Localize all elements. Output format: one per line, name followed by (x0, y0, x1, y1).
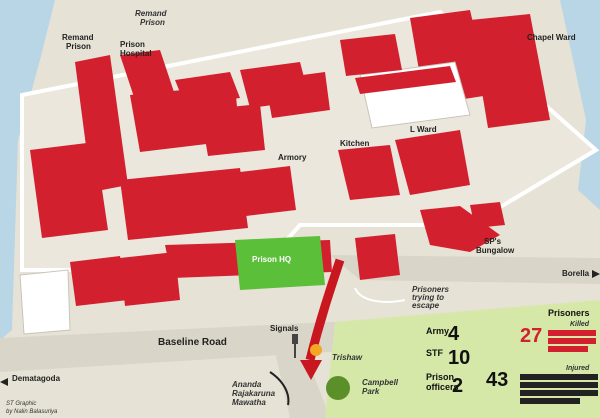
escape-arrowhead (300, 360, 322, 380)
label-campbell-park-2: Park (362, 387, 380, 396)
label-borella: Borella (562, 269, 590, 278)
stat-officers-label-2: officers (426, 382, 459, 392)
dematagoda-arrow-icon (0, 378, 8, 386)
stat-officers-value: 2 (452, 375, 463, 397)
canal-water (0, 0, 55, 340)
building-sw-a (70, 256, 128, 306)
injured-figures-icon (520, 374, 598, 404)
water-right (560, 0, 600, 210)
ananda-direction-arrow (269, 371, 290, 406)
label-prisoners-escape-2: trying to (412, 293, 444, 302)
label-sps-bungalow-1: SP's (484, 237, 502, 246)
stat-army-label: Army (426, 326, 449, 336)
kitchen-building (338, 145, 400, 200)
building-north-c (340, 34, 402, 76)
sps-bungalow-building (420, 206, 500, 252)
tree-icon (326, 376, 350, 400)
signals-icon (292, 334, 298, 344)
label-ananda-road-2: Rajakaruna (232, 389, 276, 398)
stat-army-value: 4 (448, 323, 460, 345)
building-north-b (470, 14, 550, 128)
label-remand-prison-top-1: Remand (135, 9, 168, 18)
label-armory: Armory (278, 153, 307, 162)
credit-line-1: ST Graphic (6, 401, 36, 407)
label-signals: Signals (270, 324, 299, 333)
stat-prisoners-title: Prisoners (548, 308, 590, 318)
escape-direction-arrow (354, 287, 406, 303)
prison-hospital-building (120, 50, 175, 100)
borella-arrow-icon (592, 270, 600, 278)
building-block-d (200, 104, 265, 156)
label-sps-bungalow-2: Bungalow (476, 246, 515, 255)
label-remand-prison-2: Prison (66, 42, 91, 51)
label-trishaw: Trishaw (332, 353, 363, 362)
stat-stf-value: 10 (448, 347, 470, 369)
stat-killed-label: Killed (570, 321, 590, 328)
label-prisoners-escape-1: Prisoners (412, 285, 449, 294)
label-ananda-road-1: Ananda (231, 380, 262, 389)
label-ananda-road-3: Mawatha (232, 398, 266, 407)
building-long (120, 168, 248, 240)
label-remand-prison-top-2: Prison (140, 18, 165, 27)
building-block-c (265, 72, 330, 118)
killed-figures-icon (548, 330, 596, 352)
stat-injured-value: 43 (486, 369, 508, 391)
label-prison-hospital-1: Prison (120, 40, 145, 49)
building-sw-b (120, 252, 180, 306)
credit-line-2: by Nalin Balasuriya (6, 409, 58, 415)
label-dematagoda: Dematagoda (12, 374, 61, 383)
label-l-ward: L Ward (410, 125, 437, 134)
label-kitchen: Kitchen (340, 139, 369, 148)
armory-building (240, 166, 296, 216)
label-remand-prison-1: Remand (62, 33, 94, 42)
trishaw-explosion-icon (310, 344, 322, 356)
building-gate (355, 234, 400, 280)
label-prisoners-escape-3: escape (412, 301, 440, 310)
label-chapel-ward: Chapel Ward (527, 33, 576, 42)
label-baseline-road: Baseline Road (158, 337, 227, 348)
label-prison-hospital-2: Hospital (120, 49, 152, 58)
stat-stf-label: STF (426, 348, 444, 358)
stat-injured-label: Injured (566, 365, 590, 372)
l-ward-building (395, 130, 470, 195)
chapel-ward-roof (355, 66, 456, 94)
building-block-a (175, 72, 240, 105)
building-sw-white (19, 269, 71, 335)
label-prison-hq: Prison HQ (252, 255, 291, 264)
label-campbell-park-1: Campbell (362, 378, 399, 387)
stat-officers-label-1: Prison (426, 372, 454, 382)
prison-hq-building (235, 236, 325, 290)
building-bungalow-annex (470, 202, 505, 228)
building-block-west (30, 142, 108, 238)
buildings (19, 10, 550, 335)
campbell-park (325, 300, 600, 418)
stat-killed-value: 27 (520, 325, 542, 347)
